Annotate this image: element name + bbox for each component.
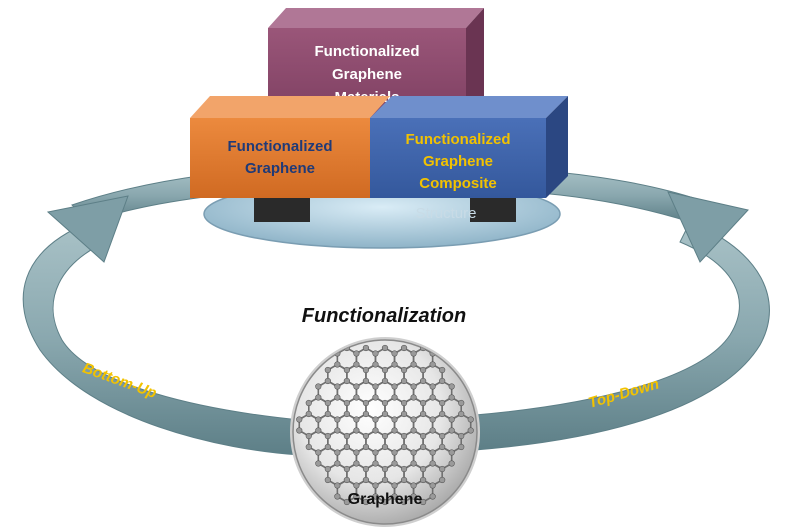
graphene-block-line-2: Graphene xyxy=(245,160,315,177)
composite-line-3: Composite xyxy=(419,175,497,192)
platform-label: Structure xyxy=(416,205,477,222)
composite-line-2: Graphene xyxy=(423,153,493,170)
graphene-sphere: Graphene xyxy=(290,337,480,527)
ring-front-left xyxy=(22,221,301,456)
block-functionalized-graphene-composite: Functionalized Graphene Composite xyxy=(370,96,568,198)
functionalization-title: Functionalization xyxy=(302,305,466,327)
materials-line-1: Functionalized xyxy=(315,43,420,60)
arrowhead-right-icon xyxy=(667,191,749,263)
block-functionalized-graphene: Functionalized Graphene xyxy=(190,96,390,198)
ring-front-right xyxy=(474,221,770,451)
composite-line-1: Functionalized xyxy=(406,131,511,148)
arrowhead-left-icon xyxy=(46,195,129,263)
sphere-label: Graphene xyxy=(348,491,423,508)
hexagonal-lattice-icon xyxy=(296,344,474,506)
graphene-block-line-1: Functionalized xyxy=(228,138,333,155)
materials-line-2: Graphene xyxy=(332,66,402,83)
